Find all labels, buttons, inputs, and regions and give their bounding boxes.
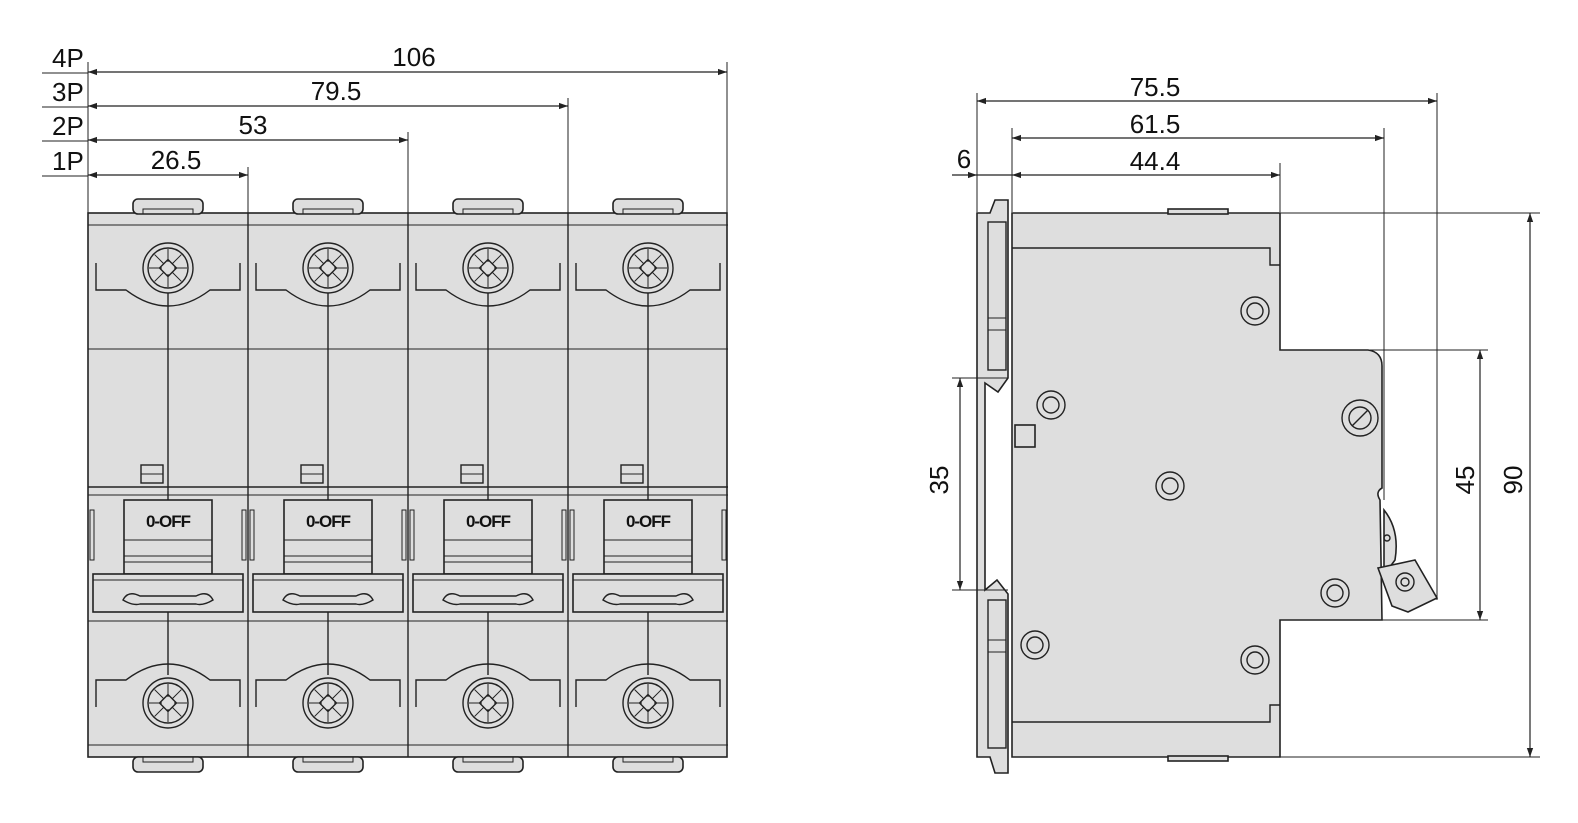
dim-value-2p: 53 [239,110,268,140]
pole-width-dimensions: 106 79.5 53 26.5 [87,42,728,213]
switch-off-label: 0-OFF [306,512,351,531]
rivet-icon [1320,578,1350,608]
side-rivets [1020,296,1379,675]
dim-value-front-height: 45 [1450,466,1480,495]
side-top-slot [1167,208,1229,215]
dim-value-offset: 6 [957,144,971,174]
switch-off-label: 0-OFF [626,512,671,531]
switch-off-label: 0-OFF [146,512,191,531]
bottom-terminal-screw-icon [142,677,194,729]
breaker-pole: 0-OFF [247,198,408,773]
rivet-icon [1155,471,1185,501]
dim-value-4p: 106 [392,42,435,72]
pole-label-3p: 3P [52,77,84,107]
bottom-terminal-screw-icon [462,677,514,729]
rivet-icon [1036,390,1066,420]
breaker-pole: 0-OFF [88,198,248,773]
breaker-pole: 0-OFF [567,198,728,773]
pole-label-4p: 4P [52,43,84,73]
breaker-side-body [1011,212,1383,758]
breaker-poles: 0-OFF 0-OFF 0-OFF 0-OFF [88,198,728,773]
rivet-icon [1240,645,1270,675]
dim-value-1p: 26.5 [151,145,202,175]
switch-off-label: 0-OFF [466,512,511,531]
bottom-terminal-screw-icon [302,677,354,729]
dim-value-total-width: 75.5 [1130,72,1181,102]
rivet-icon [1240,296,1270,326]
dim-value-total-height: 90 [1498,466,1528,495]
side-handle [1376,507,1439,613]
pole-label-table: 4P 3P 2P 1P [42,43,88,177]
bottom-terminal-screw-icon [622,677,674,729]
dim-value-rail: 35 [924,466,954,495]
dim-value-mid-width: 61.5 [1130,109,1181,139]
side-bottom-slot [1167,755,1229,762]
side-view: 75.5 61.5 44.4 6 35 45 90 [924,72,1540,774]
side-dimensions: 75.5 61.5 44.4 6 35 45 90 [924,72,1540,758]
dim-value-front-width: 44.4 [1130,146,1181,176]
rivet-icon [1020,630,1050,660]
pole-label-1p: 1P [52,146,84,176]
din-clip [976,199,1036,774]
side-screw-icon [1341,399,1379,437]
pole-label-2p: 2P [52,111,84,141]
top-terminal-screw-icon [142,242,194,294]
breaker-pole: 0-OFF [407,198,568,773]
dim-value-3p: 79.5 [311,76,362,106]
